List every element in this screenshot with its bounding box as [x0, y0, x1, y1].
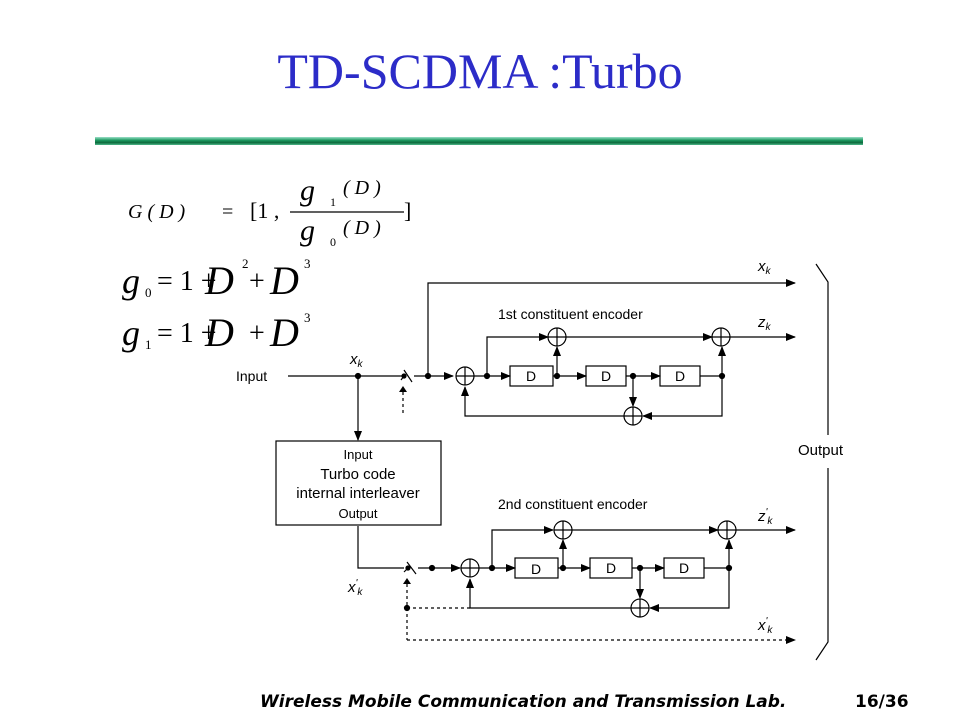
- g1-sub: 1: [145, 337, 152, 352]
- g0-g: g: [122, 261, 140, 301]
- enc2-delay-3-label: D: [679, 560, 689, 576]
- interleaver-output-line: [357, 526, 404, 569]
- eq-den-arg: ( D ): [343, 217, 381, 239]
- g0-polynomial-equation: g 0 = 1 + D 2 + D 3: [122, 256, 311, 303]
- output-label: Output: [798, 442, 844, 459]
- interleaver-box: [275, 440, 442, 526]
- g1-polynomial-equation: g 1 = 1 + D + D 3: [122, 310, 311, 355]
- eq-equals: =: [222, 201, 233, 223]
- g0-sup1: 2: [242, 256, 249, 271]
- eq-num-arg: ( D ): [343, 177, 381, 199]
- enc1-delay-2-label: D: [601, 368, 611, 384]
- eq-close-bracket: ]: [404, 198, 411, 223]
- enc2-feedback-right: [649, 568, 730, 612]
- enc2-delay-1-label: D: [531, 561, 541, 577]
- g0-d2: D: [269, 258, 299, 303]
- enc1-delay-1-label: D: [526, 368, 536, 384]
- switch1-blade: [403, 369, 413, 383]
- xk-output-label: xk: [757, 258, 772, 277]
- output-bracket-bottom: [815, 468, 829, 661]
- g0-rhs-a: = 1 +: [157, 266, 217, 297]
- xk-systematic-line: [427, 279, 796, 376]
- enc1-tap0-up: [486, 333, 549, 376]
- page-number: 16/36: [855, 692, 909, 712]
- title-divider: [95, 137, 863, 145]
- enc2-tap0-up: [491, 526, 554, 568]
- g1-plus: +: [249, 318, 265, 349]
- footer-lab-name: Wireless Mobile Communication and Transm…: [260, 692, 787, 712]
- g1-d2: D: [269, 310, 299, 355]
- interleaver-title-line2: internal interleaver: [296, 485, 419, 502]
- g0-sub: 0: [145, 285, 152, 300]
- switch2-tick: [403, 567, 409, 573]
- zk-output-label: zk: [757, 314, 772, 333]
- xpk-output-label: x'k: [757, 616, 773, 636]
- zpk-output-label: z'k: [757, 507, 773, 527]
- g1-rhs-a: = 1 +: [157, 318, 217, 349]
- interleaver-title-line1: Turbo code: [320, 466, 395, 483]
- eq-den-g: g: [300, 214, 315, 247]
- switch2-blade: [406, 561, 417, 575]
- encoder1-label: 1st constituent encoder: [498, 306, 643, 322]
- output-bracket-top: [815, 263, 829, 435]
- g1-g: g: [122, 313, 140, 353]
- eq-open-bracket: [1 ,: [250, 198, 279, 223]
- slide-title: TD-SCDMA :Turbo: [277, 43, 683, 99]
- transfer-function-equation: G ( D ) = [1 , g 1 ( D ) g 0 ( D ) ]: [128, 174, 411, 249]
- g0-sup2: 3: [304, 256, 311, 271]
- enc2-feedback-left: [466, 578, 631, 609]
- eq-num-g: g: [300, 174, 315, 207]
- enc1-delay-3-label: D: [675, 368, 685, 384]
- g1-d1: D: [204, 310, 234, 355]
- eq-den-sub: 0: [330, 235, 336, 249]
- input-label: Input: [236, 368, 267, 384]
- switch1-tick: [400, 375, 405, 381]
- enc2-delay-2-label: D: [606, 560, 616, 576]
- turbo-encoder-diagram: [275, 263, 829, 661]
- eq-num-sub: 1: [330, 195, 336, 209]
- switch1-dashed-arrowhead: [399, 386, 407, 392]
- enc2-dot: [428, 564, 436, 572]
- interleaver-output-text: Output: [338, 506, 377, 521]
- xpk-input-label: x'k: [347, 578, 363, 598]
- enc1-feedback-right: [642, 376, 723, 420]
- switch2-dashed-arrowhead: [403, 578, 411, 584]
- interleaver-input-text: Input: [344, 447, 373, 462]
- g1-sup2: 3: [304, 310, 311, 325]
- g0-plus: +: [249, 266, 265, 297]
- enc1-feedback-left: [461, 386, 624, 417]
- xk-input-label: xk: [349, 351, 364, 370]
- eq-g-of-d: G ( D ): [128, 201, 186, 223]
- encoder2-label: 2nd constituent encoder: [498, 496, 648, 512]
- g0-d1: D: [204, 258, 234, 303]
